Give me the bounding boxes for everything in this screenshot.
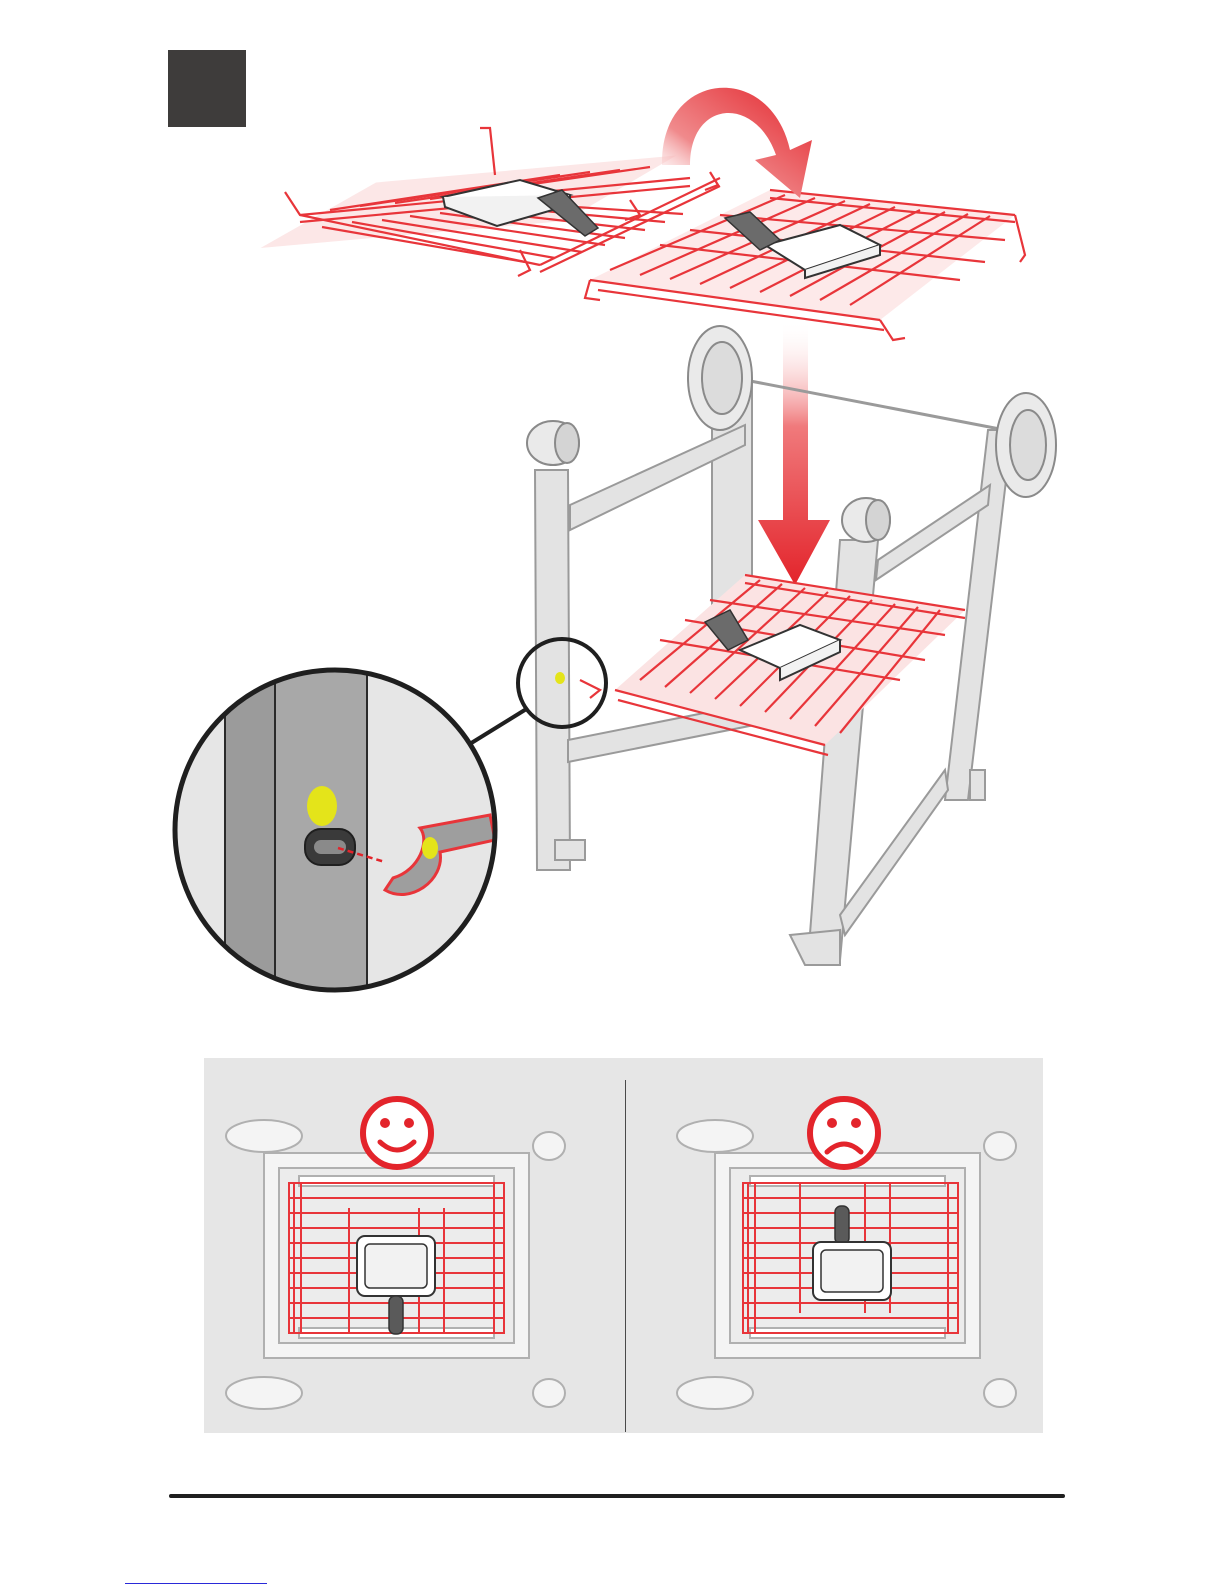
bottom-rule xyxy=(169,1494,1065,1498)
curved-flip-arrow xyxy=(662,88,812,198)
comparison-incorrect xyxy=(625,1058,1045,1433)
hole-marker-small xyxy=(555,672,565,684)
happy-face-icon xyxy=(363,1099,431,1167)
sad-face-icon xyxy=(810,1099,878,1167)
zoom-detail-hole-alignment xyxy=(175,660,507,1000)
shelf-install-illustration xyxy=(0,0,1225,1040)
footer-link-underline[interactable] xyxy=(125,1583,267,1584)
comparison-correct xyxy=(204,1058,624,1433)
down-arrow xyxy=(758,320,830,585)
